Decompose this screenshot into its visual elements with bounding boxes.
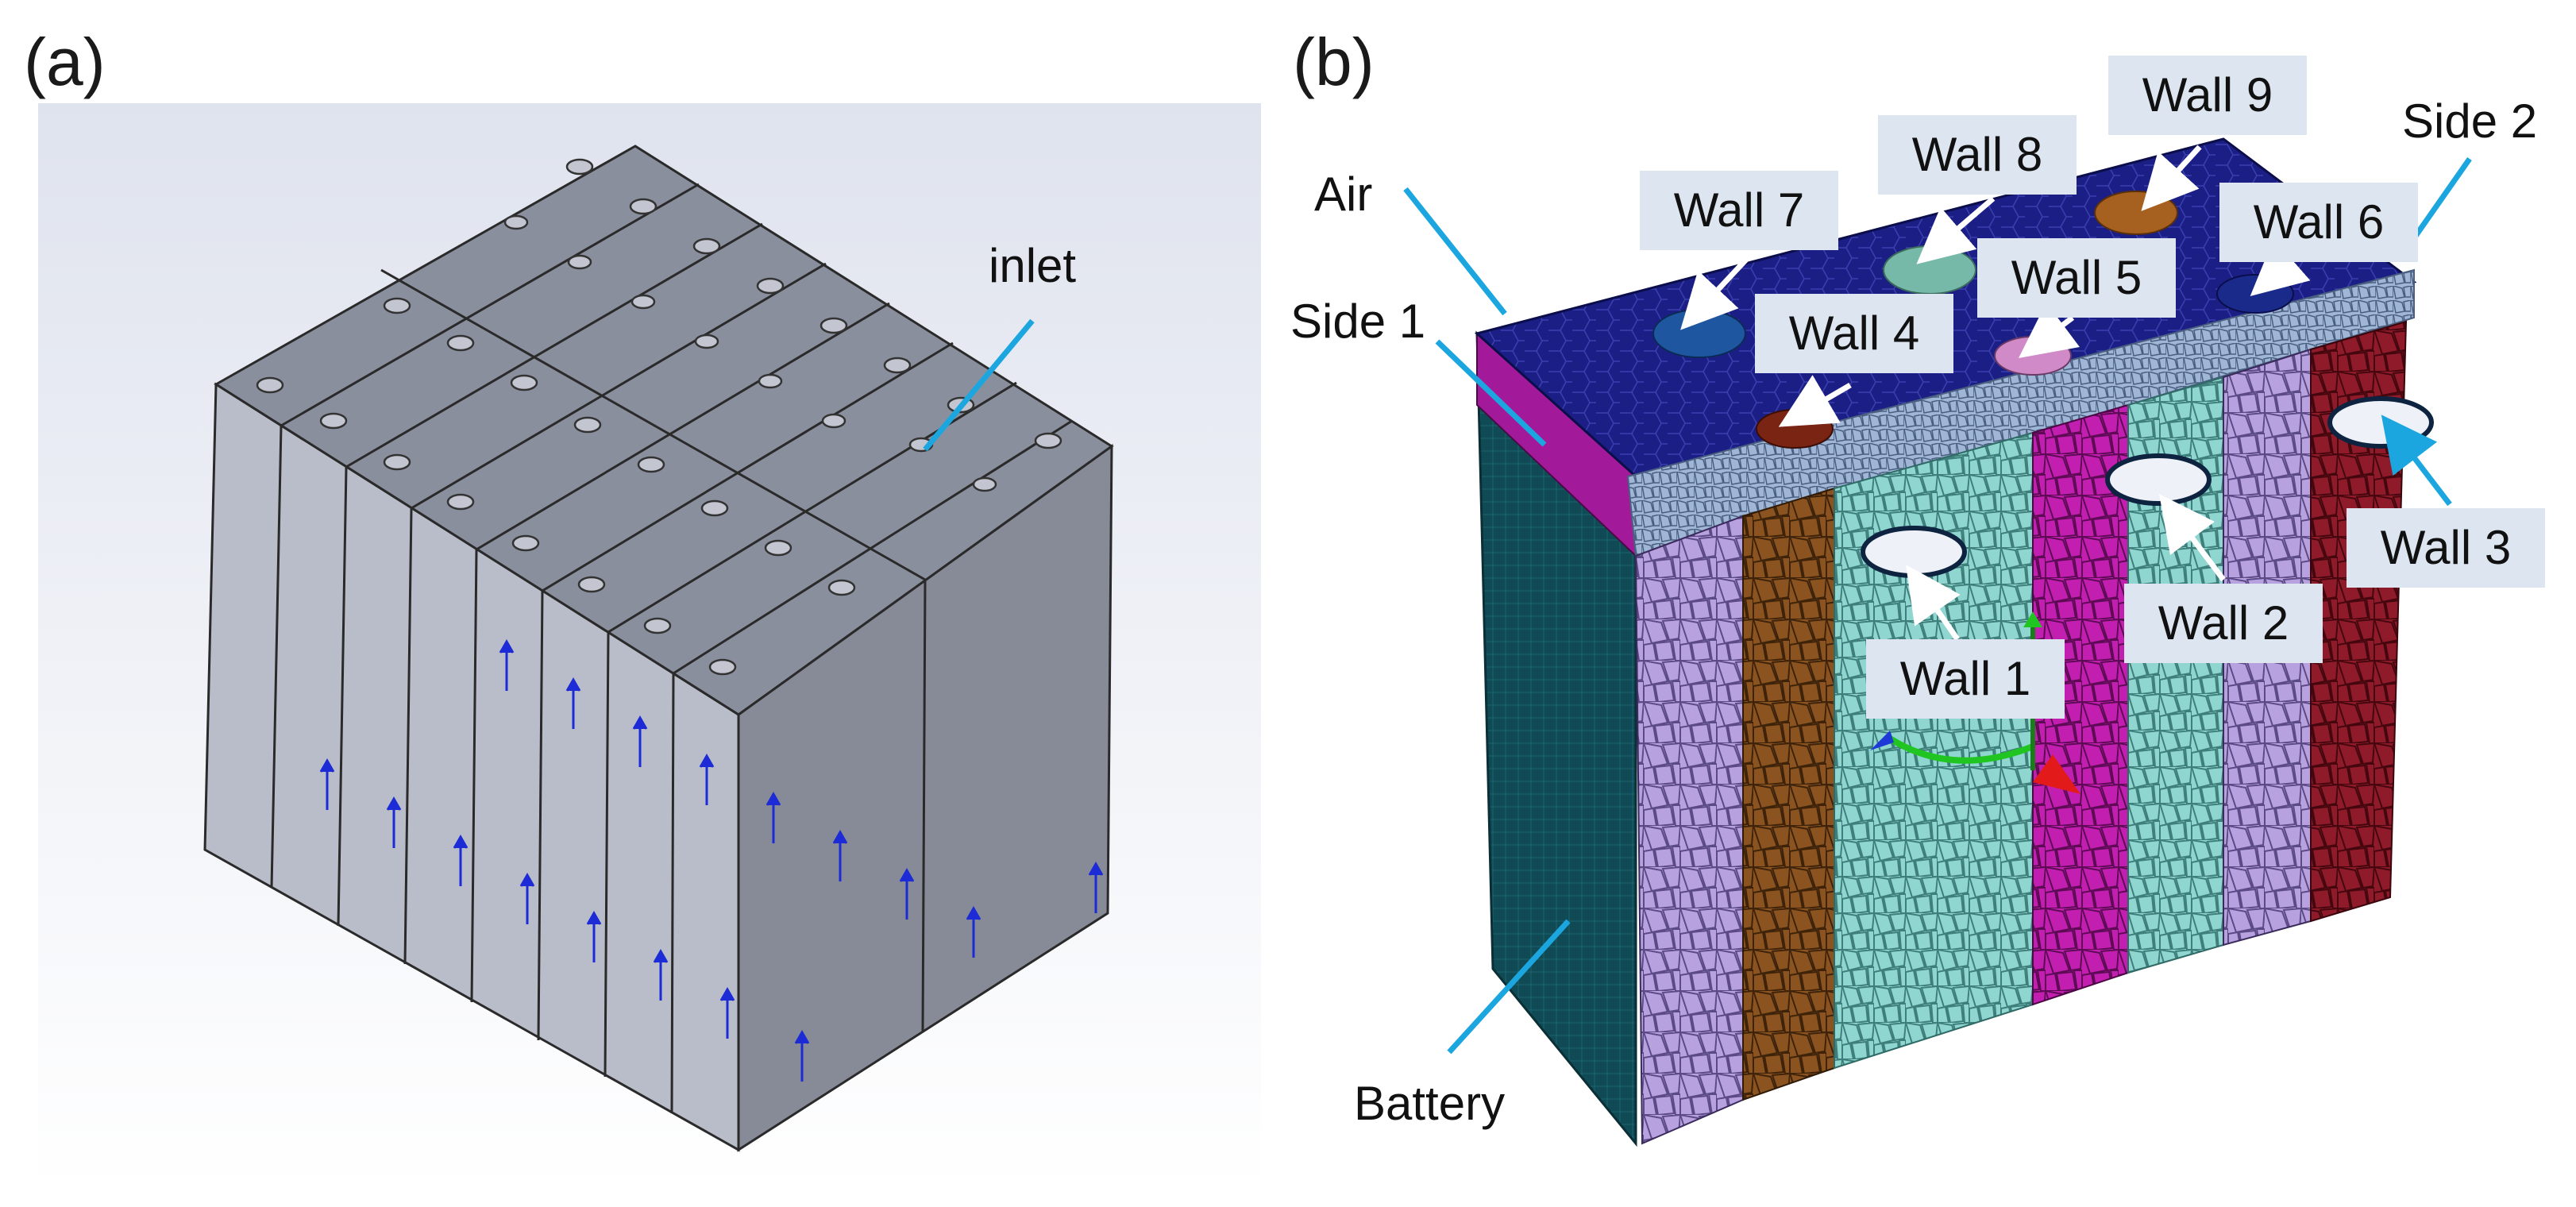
wall1-label: Wall 1	[1866, 639, 2065, 719]
cell-dividers	[270, 425, 927, 1114]
wall5-label: Wall 5	[1977, 238, 2176, 318]
wall8-label: Wall 8	[1878, 115, 2077, 195]
battery-label: Battery	[1354, 1077, 1506, 1130]
side1-label: Side 1	[1290, 295, 1426, 348]
side2-label: Side 2	[2402, 94, 2538, 148]
wall4-label: Wall 4	[1755, 294, 1953, 373]
panel-b-label: (b)	[1293, 25, 1375, 99]
air-label: Air	[1314, 168, 1373, 221]
leader-lines	[1403, 156, 2472, 1055]
boundary-markers	[319, 638, 1104, 1082]
panel-b-render	[1403, 137, 2472, 1147]
inlet-leader-line	[923, 318, 1035, 452]
wall3-label: Wall 3	[2347, 508, 2545, 588]
mesh-strip-2	[1742, 487, 1835, 1101]
wall9-label: Wall 9	[2108, 56, 2307, 135]
wall7-label: Wall 7	[1640, 171, 1838, 250]
mesh-strip-1	[1634, 515, 1744, 1145]
mesh-band	[1626, 268, 2415, 557]
panel-a-label: (a)	[24, 25, 106, 99]
inlet-label: inlet	[989, 239, 1077, 292]
wall2-label: Wall 2	[2124, 584, 2323, 663]
panel-a-render	[38, 103, 1261, 1191]
wall3-pointer-arrow	[2381, 415, 2452, 507]
wall6-label: Wall 6	[2219, 183, 2418, 262]
